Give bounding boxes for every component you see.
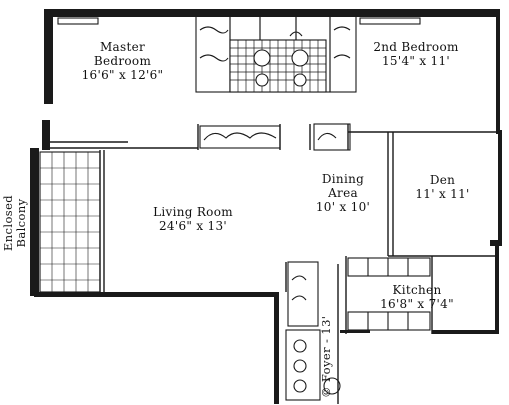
- den-size: 11' x 11': [415, 187, 470, 201]
- dining-area-label: Dining Area 10' x 10': [298, 172, 388, 214]
- closets-lower: [199, 123, 351, 151]
- foyer-closets: [285, 261, 341, 401]
- enclosed-balcony-label: Enclosed Balcony: [1, 168, 28, 278]
- balcony-grid: [39, 151, 101, 293]
- master-bedroom-label: Master Bedroom 16'6" x 12'6": [60, 40, 185, 82]
- copyright-mark: ©: [319, 386, 333, 398]
- living-room-name: Living Room: [153, 205, 233, 219]
- living-room-label: Living Room 24'6" x 13': [128, 205, 258, 233]
- master-bedroom-name-line2: Bedroom: [93, 54, 152, 68]
- second-bedroom-name: 2nd Bedroom: [373, 40, 459, 54]
- exterior-walls: [30, 9, 502, 404]
- foyer-label: © Foyer - 13': [319, 315, 333, 398]
- bedroom-windows: [57, 17, 421, 25]
- kitchen-label: Kitchen 16'8" x 7'4": [352, 283, 482, 311]
- bathroom-tile: [229, 39, 327, 93]
- second-bedroom-size: 15'4" x 11': [382, 54, 450, 68]
- dining-area-name-line2: Area: [328, 186, 358, 200]
- kitchen-size: 16'8" x 7'4": [380, 297, 454, 311]
- master-bedroom-size: 16'6" x 12'6": [81, 68, 164, 82]
- foyer-text: Foyer - 13': [319, 315, 333, 383]
- second-bedroom-label: 2nd Bedroom 15'4" x 11': [356, 40, 476, 68]
- enclosed-balcony-line2: Balcony: [14, 198, 28, 248]
- den-label: Den 11' x 11': [395, 173, 490, 201]
- den-name: Den: [429, 173, 456, 187]
- dining-area-name-line1: Dining: [321, 172, 365, 186]
- dining-area-size: 10' x 10': [315, 200, 371, 214]
- kitchen-counters: [347, 257, 431, 331]
- master-bedroom-name-line1: Master: [99, 40, 146, 54]
- kitchen-name: Kitchen: [392, 283, 442, 297]
- living-room-size: 24'6" x 13': [159, 219, 227, 233]
